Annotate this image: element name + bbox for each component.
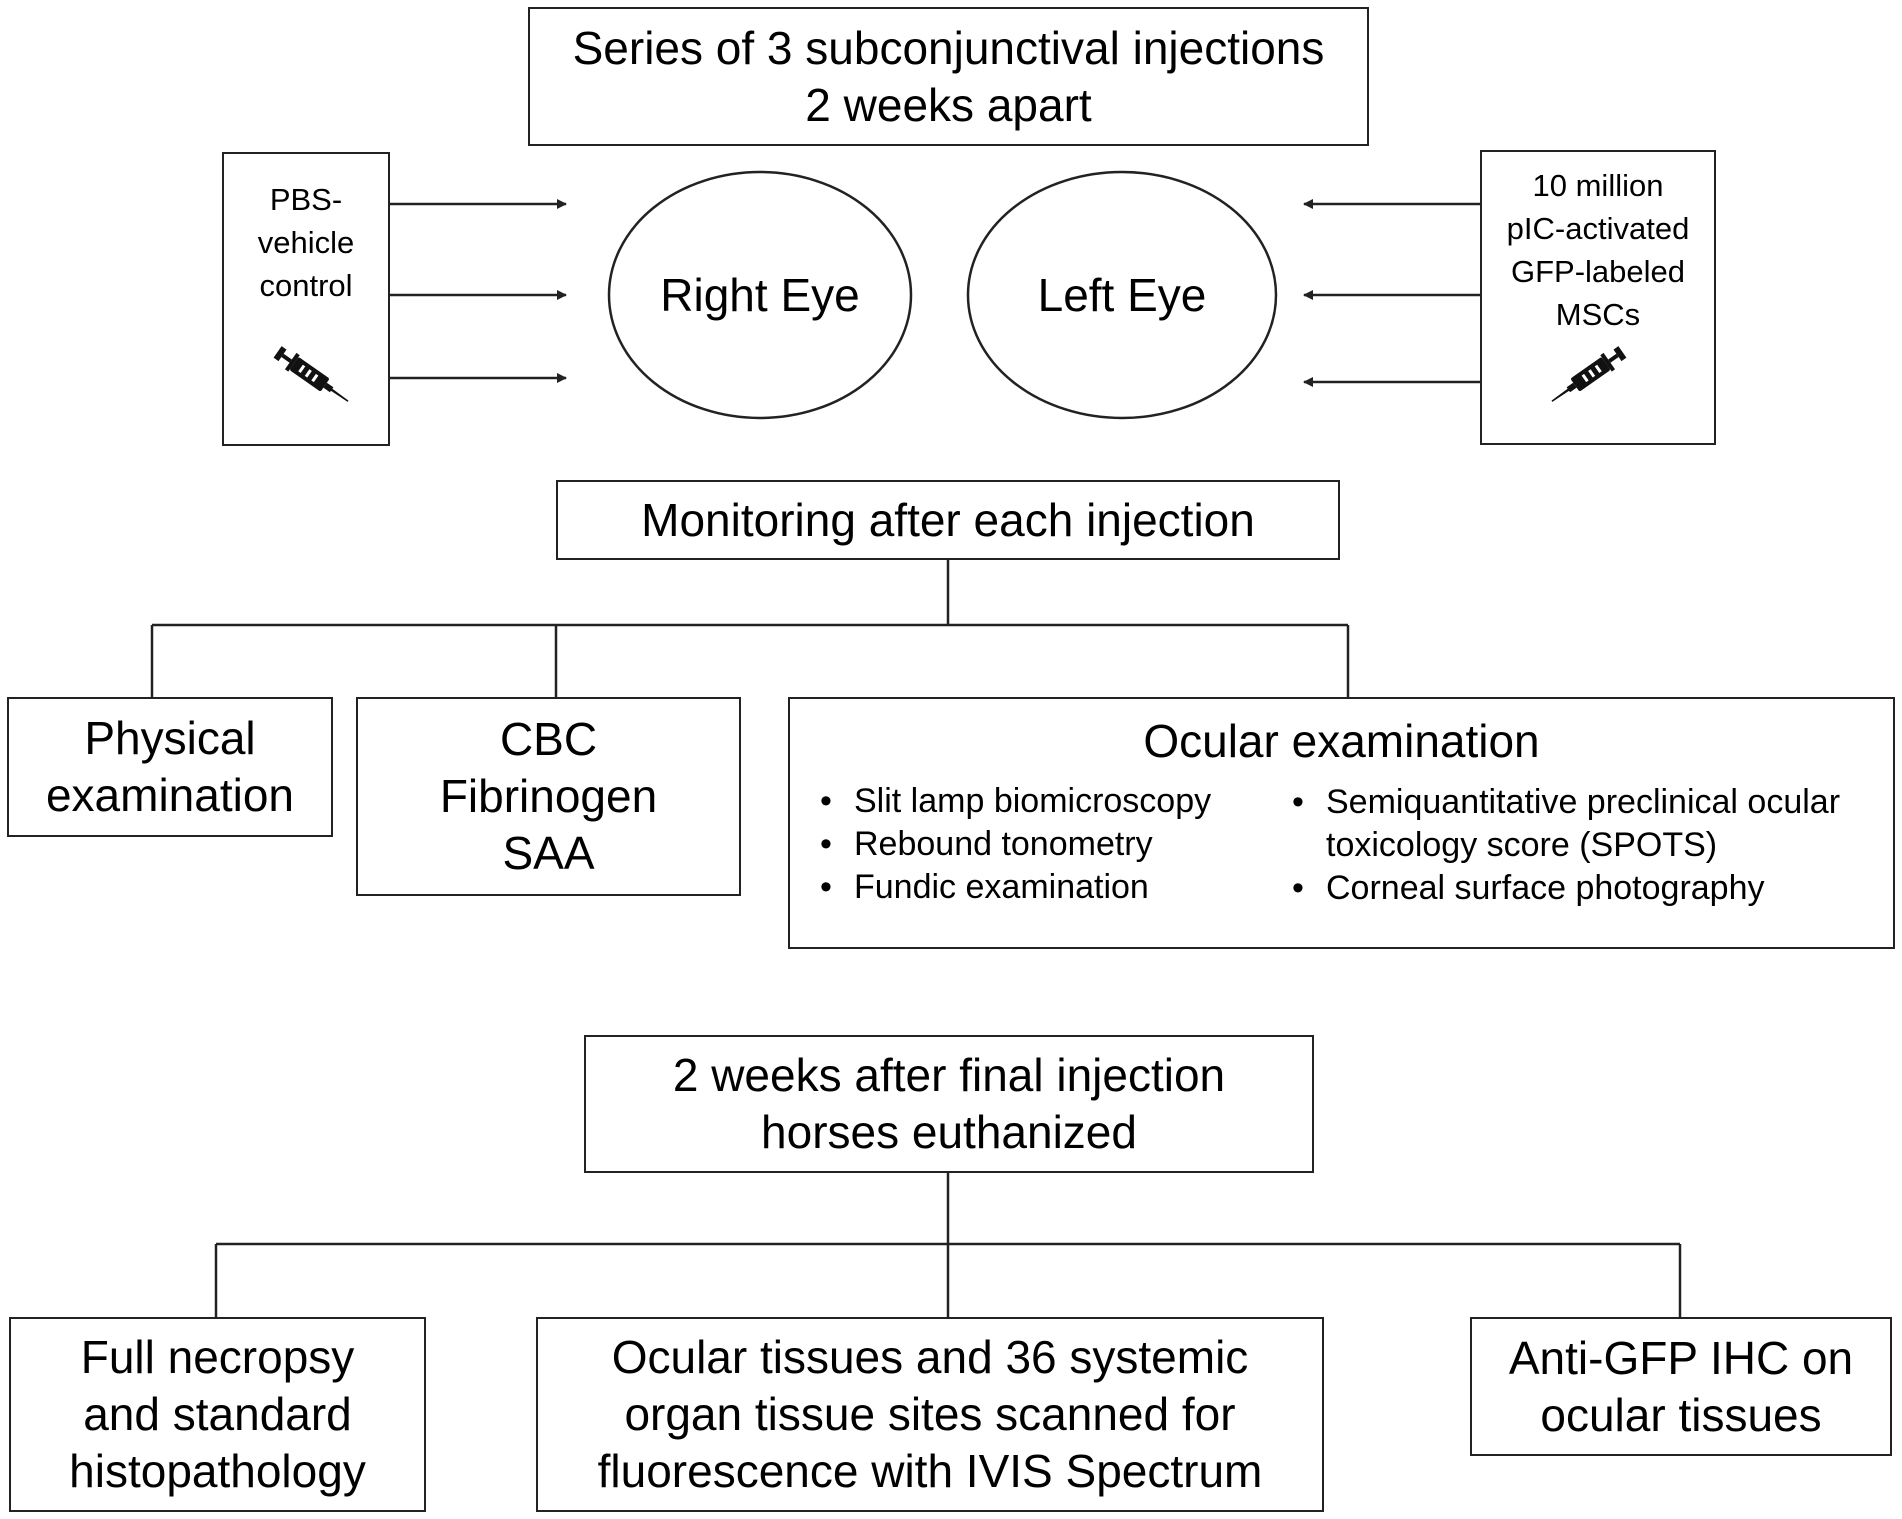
msc-treatment-line-1: 10 million xyxy=(1532,168,1664,203)
physical-exam-line-1: Physical xyxy=(84,712,256,764)
syringe-icon xyxy=(1551,346,1627,402)
ocular-exam-item-label: Semiquantitative preclinical ocular xyxy=(1326,783,1841,821)
ocular-exam-item-label: toxicology score (SPOTS) xyxy=(1326,826,1718,864)
bloodwork-line-3: SAA xyxy=(502,827,595,879)
ocular-exam-item: • Corneal surface photography xyxy=(1292,867,1840,910)
msc-treatment-line-2: pIC-activated xyxy=(1506,211,1690,246)
bloodwork-line-2: Fibrinogen xyxy=(439,770,658,822)
ivis-scan-box: Ocular tissues and 36 systemic organ tis… xyxy=(536,1317,1324,1512)
ivis-scan-line-1: Ocular tissues and 36 systemic xyxy=(611,1331,1249,1383)
monitoring-box: Monitoring after each injection xyxy=(556,480,1340,560)
necropsy-line-3: histopathology xyxy=(69,1445,366,1497)
msc-treatment-line-3: GFP-labeled xyxy=(1510,254,1686,289)
msc-treatment-box: 10 million pIC-activated GFP-labeled MSC… xyxy=(1480,150,1716,445)
vehicle-control-line-3: control xyxy=(259,268,353,303)
ihc-line-2: ocular tissues xyxy=(1540,1388,1822,1441)
left-eye-ellipse xyxy=(966,170,1278,420)
vehicle-control-line-2: vehicle xyxy=(257,225,355,260)
ocular-exam-box xyxy=(788,697,1895,949)
euthanasia-box: 2 weeks after final injection horses eut… xyxy=(584,1035,1314,1173)
left-eye-label: Left Eye xyxy=(1037,269,1207,321)
injection-series-line-1: Series of 3 subconjunctival injections xyxy=(572,21,1325,74)
ihc-line-1: Anti-GFP IHC on xyxy=(1508,1331,1854,1384)
msc-treatment-line-4: MSCs xyxy=(1555,297,1641,332)
euthanasia-line-1: 2 weeks after final injection xyxy=(672,1049,1226,1101)
ocular-exam-item: • Slit lamp biomicroscopy xyxy=(820,780,1211,823)
ocular-exam-right-list: • Semiquantitative preclinical ocular to… xyxy=(1292,781,1840,910)
injection-series-box: Series of 3 subconjunctival injections 2… xyxy=(528,7,1369,146)
vehicle-control-line-1: PBS- xyxy=(269,182,343,217)
right-eye-ellipse xyxy=(607,170,913,420)
bullet: • xyxy=(820,825,832,863)
ivis-scan-line-3: fluorescence with IVIS Spectrum xyxy=(597,1445,1263,1497)
necropsy-line-2: and standard xyxy=(83,1388,352,1440)
ocular-exam-item: • Fundic examination xyxy=(820,866,1211,909)
vehicle-control-box: PBS- vehicle control xyxy=(222,152,390,446)
ocular-exam-item: • Rebound tonometry xyxy=(820,823,1211,866)
physical-exam-box: Physical examination xyxy=(7,697,333,837)
ocular-exam-item-label: Rebound tonometry xyxy=(854,825,1153,863)
bullet: • xyxy=(820,868,832,906)
bullet: • xyxy=(1292,783,1304,821)
monitoring-label: Monitoring after each injection xyxy=(641,493,1255,546)
ocular-exam-item-label: Fundic examination xyxy=(854,868,1149,906)
necropsy-box: Full necropsy and standard histopatholog… xyxy=(9,1317,426,1512)
ihc-box: Anti-GFP IHC on ocular tissues xyxy=(1470,1317,1892,1456)
syringe-icon xyxy=(273,346,349,402)
bloodwork-box: CBC Fibrinogen SAA xyxy=(356,697,741,896)
ocular-exam-left-list: • Slit lamp biomicroscopy • Rebound tonome… xyxy=(820,780,1211,909)
ocular-exam-title: Ocular examination xyxy=(1143,715,1540,767)
bullet: • xyxy=(1292,869,1304,907)
bullet: • xyxy=(820,782,832,820)
ocular-exam-item-label: Slit lamp biomicroscopy xyxy=(854,782,1212,820)
physical-exam-line-2: examination xyxy=(45,769,295,821)
ocular-exam-item-label: Corneal surface photography xyxy=(1326,869,1765,907)
necropsy-line-1: Full necropsy xyxy=(80,1331,355,1383)
ocular-exam-item: • Semiquantitative preclinical ocular to… xyxy=(1292,781,1840,867)
euthanasia-line-2: horses euthanized xyxy=(761,1106,1137,1158)
bloodwork-line-1: CBC xyxy=(499,713,598,765)
ivis-scan-line-2: organ tissue sites scanned for xyxy=(624,1388,1236,1440)
injection-series-line-2: 2 weeks apart xyxy=(805,78,1092,131)
right-eye-label: Right Eye xyxy=(660,269,860,321)
